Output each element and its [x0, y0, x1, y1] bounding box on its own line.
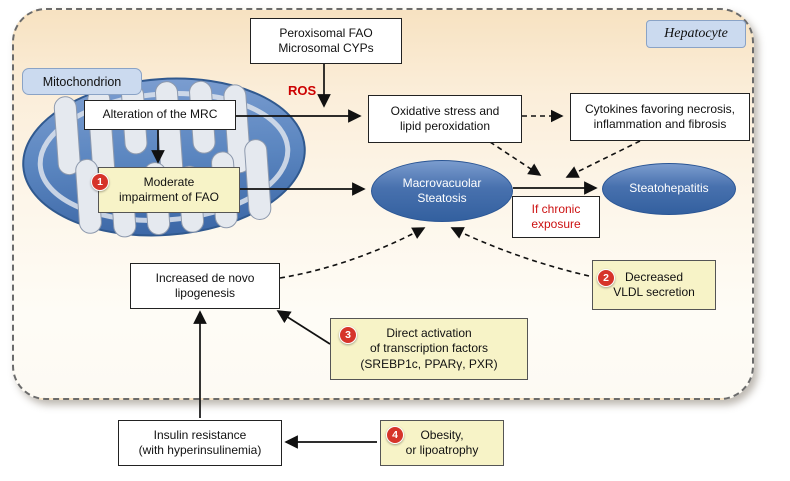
node-transcription-line1: Direct activation: [386, 325, 472, 340]
node-insulin-line2: (with hyperinsulinemia): [138, 443, 262, 457]
node-chronic-line2: exposure: [531, 217, 581, 231]
node-transcription-line2: of transcription factors: [369, 341, 489, 356]
node-insulin-resistance: Insulin resistance (with hyperinsulinemi…: [118, 420, 282, 466]
mitochondrion-label: Mitochondrion: [22, 68, 142, 95]
node-oxidative-stress: Oxidative stress and lipid peroxidation: [368, 95, 522, 143]
node-transcription-line3: (SREBP1c, PPARγ, PXR): [360, 356, 498, 371]
node-steatosis-line1: Macrovacuolar: [402, 175, 482, 190]
node-vldl-line1: Decreased: [624, 269, 684, 284]
hepatocyte-label: Hepatocyte: [646, 20, 746, 48]
node-oxidative-line2: lipid peroxidation: [399, 119, 491, 133]
node-chronic-line1: If chronic: [531, 201, 581, 216]
node-if-chronic-exposure: If chronic exposure: [512, 196, 600, 238]
ros-label: ROS: [288, 83, 317, 98]
node-cytokines-line2: inflammation and fibrosis: [593, 117, 727, 131]
node-lipogenesis-line2: lipogenesis: [174, 286, 236, 300]
step-1-badge: 1: [91, 173, 109, 191]
node-peroxisomal-fao: Peroxisomal FAO Microsomal CYPs: [250, 18, 402, 64]
node-vldl-secretion: 2 Decreased VLDL secretion: [592, 260, 716, 310]
node-oxidative-line1: Oxidative stress and: [390, 103, 500, 118]
node-obesity-line1: Obesity,: [420, 427, 464, 442]
node-lipogenesis-line1: Increased de novo: [155, 270, 255, 285]
node-steatosis-line2: Steatosis: [417, 191, 467, 205]
node-cytokines: Cytokines favoring necrosis, inflammatio…: [570, 93, 750, 141]
node-obesity-line2: or lipoatrophy: [405, 443, 479, 457]
step-2-badge: 2: [597, 269, 615, 287]
node-obesity: 4 Obesity, or lipoatrophy: [380, 420, 504, 466]
node-steatohepatitis: Steatohepatitis: [602, 163, 736, 215]
node-cytokines-line1: Cytokines favoring necrosis,: [584, 101, 736, 116]
node-mrc-alteration: Alteration of the MRC: [84, 100, 236, 130]
step-4-badge: 4: [386, 426, 404, 444]
node-fao-line1: Moderate: [143, 174, 195, 189]
node-peroxisomal-line2: Microsomal CYPs: [278, 41, 374, 55]
node-peroxisomal-line1: Peroxisomal FAO: [279, 25, 373, 40]
node-insulin-line1: Insulin resistance: [153, 427, 247, 442]
node-lipogenesis: Increased de novo lipogenesis: [130, 263, 280, 309]
node-fao-line2: impairment of FAO: [118, 190, 220, 204]
node-fao-impairment: 1 Moderate impairment of FAO: [91, 167, 240, 213]
node-transcription-factors: 3 Direct activation of transcription fac…: [330, 318, 528, 380]
node-vldl-line2: VLDL secretion: [613, 285, 695, 299]
node-macrovacuolar-steatosis: Macrovacuolar Steatosis: [371, 160, 513, 222]
step-3-badge: 3: [339, 326, 357, 344]
